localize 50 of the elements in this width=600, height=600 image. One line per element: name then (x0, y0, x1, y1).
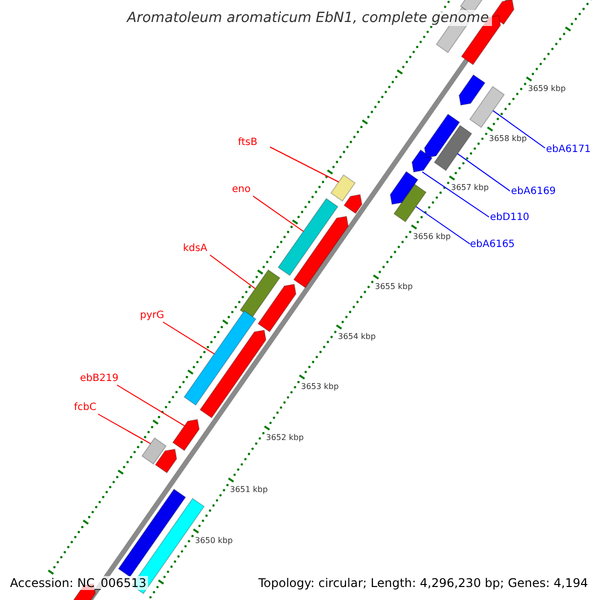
gene-feature (469, 86, 505, 128)
tick-label: 3650 kbp (195, 537, 233, 545)
gene-feature (240, 269, 280, 319)
leader-line (252, 196, 304, 232)
leader-line (210, 254, 256, 290)
gene-feature (172, 418, 200, 452)
gene-feature (458, 74, 486, 106)
gene-feature (390, 170, 418, 205)
gene-label: fcbC (74, 403, 96, 413)
leader-line (416, 206, 470, 244)
tick-label: 3651 kbp (230, 486, 268, 494)
tick-label: 3658 kbp (489, 135, 527, 143)
gene-label: ebD110 (490, 213, 530, 223)
gene-feature (393, 184, 427, 222)
gene-label: pyrG (140, 311, 164, 321)
gene-feature (199, 330, 266, 418)
leader-line (162, 322, 215, 354)
tick-label: 3654 kbp (338, 333, 376, 341)
title: Aromatoleum aromaticum EbN1, complete genome (124, 10, 492, 26)
leader-line (116, 384, 185, 426)
gene-feature (118, 488, 186, 578)
gene-label: ebA6171 (546, 145, 591, 155)
gene-label: eno (232, 185, 251, 195)
gene-feature (293, 216, 349, 288)
tick-label: 3652 kbp (266, 434, 304, 442)
gene-feature (257, 284, 296, 332)
gene-label: ebA6169 (511, 187, 556, 197)
gene-feature (141, 437, 167, 465)
gene-feature (424, 114, 460, 158)
gene-feature (184, 310, 256, 406)
gene-label: ebA6165 (470, 240, 515, 250)
gene-feature (343, 194, 362, 214)
tick-label: 3657 kbp (451, 184, 489, 192)
gene-label: ebB219 (80, 374, 118, 384)
tick-label: 3659 kbp (528, 85, 566, 93)
leader-line (422, 171, 490, 218)
gene-label: kdsA (183, 244, 208, 254)
gene-label: ftsB (238, 138, 258, 148)
tick-label: 3653 kbp (301, 383, 339, 391)
accession-text: Accession: NC_006513 (8, 576, 148, 590)
tick-label: 3656 kbp (413, 233, 451, 241)
leader-line (492, 110, 546, 148)
gene-feature (278, 198, 338, 276)
gene-feature (154, 448, 178, 474)
tick-label: 3655 kbp (375, 283, 413, 291)
genome-info-text: Topology: circular; Length: 4,296,230 bp; Genes: 4,194 (256, 576, 590, 590)
gene-feature (330, 174, 356, 202)
gene-feature (434, 124, 472, 172)
leader-line (270, 146, 340, 182)
gene-feature (491, 0, 514, 25)
